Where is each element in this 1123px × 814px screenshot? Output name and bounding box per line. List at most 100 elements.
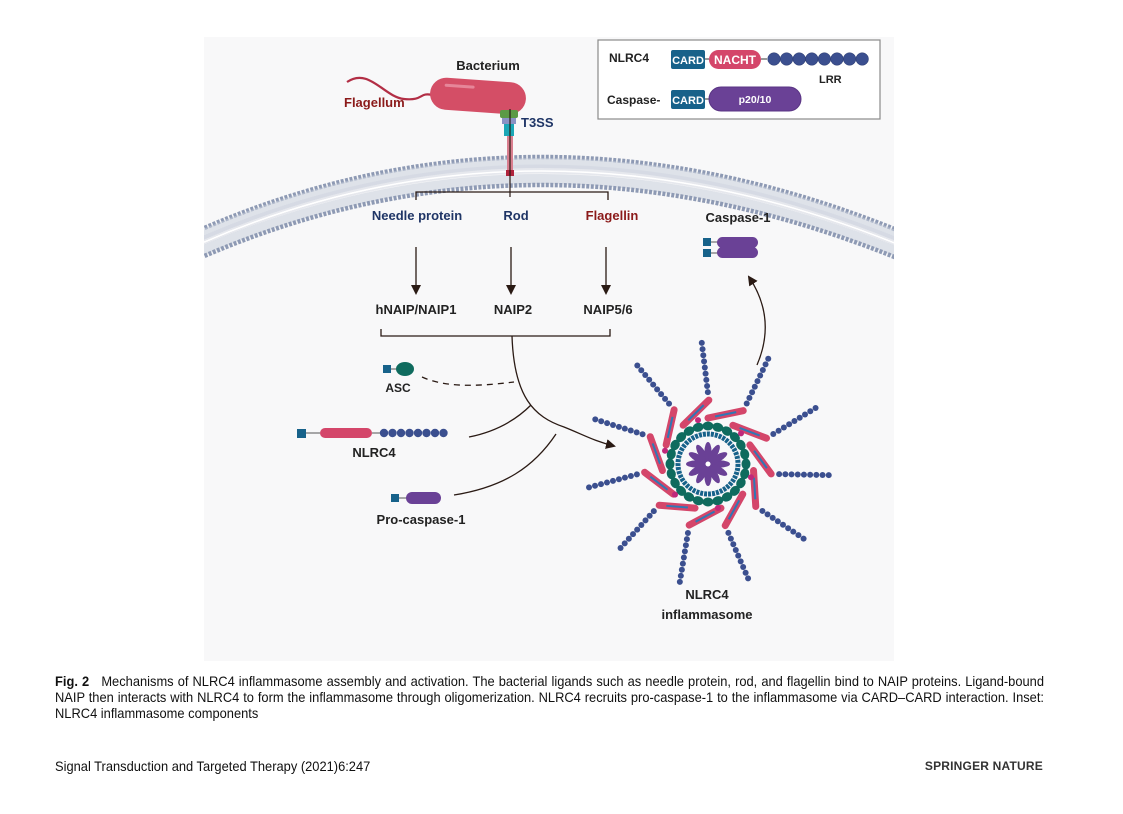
inflammasome-naip-stripe [687, 404, 705, 421]
inflammasome-lrr-bead [625, 535, 632, 542]
inflammasome-linker [662, 447, 669, 454]
inflammasome-lrr-bead [788, 471, 795, 478]
inflammasome-lrr-bead [627, 427, 634, 434]
inflammasome-lrr-bead [650, 381, 657, 388]
inflammasome-lrr-bead [646, 512, 653, 519]
inflammasome-asc-bead [702, 497, 714, 507]
inflammasome-lrr-bead [681, 548, 688, 555]
inflammasome-lrr-bead [592, 482, 599, 489]
inflammasome-lrr-bead [779, 521, 786, 528]
inset-lrr-bead [817, 52, 831, 66]
inflammasome-lrr-bead [586, 484, 593, 491]
publisher-logo: SPRINGER NATURE [924, 759, 1043, 773]
inflammasome-lrr-bead [786, 421, 793, 428]
inflammasome-lrr-bead [633, 471, 640, 478]
inflammasome-lrr-bead [609, 477, 616, 484]
inflammasome-lrr-bead [725, 529, 732, 536]
inflammasome-lrr-bead [638, 521, 645, 528]
inflammasome-caspase-petal [688, 464, 707, 476]
inflammasome-lrr-bead [679, 560, 686, 567]
inflammasome-caspase-petal [709, 464, 728, 476]
inflammasome-lrr-bead [740, 564, 747, 571]
pro-caspase-1-label: Pro-caspase-1 [377, 512, 466, 527]
inflammasome-asc-bead [670, 439, 680, 451]
inflammasome-lrr-bead [754, 378, 761, 385]
inflammasome-naip-stripe [753, 450, 768, 469]
inflammasome-caspase-petal [708, 444, 720, 463]
inflammasome-caspase-petal [696, 444, 708, 463]
inflammasome-lrr-bead [621, 540, 628, 547]
inflammasome-lrr-bead [646, 376, 653, 383]
inflammasome-lrr-bead [807, 408, 814, 415]
inflammasome-lrr-bead [678, 566, 685, 573]
inflammasome-lrr-bead [801, 411, 808, 418]
inflammasome-lrr-bead [796, 414, 803, 421]
bacterium [346, 76, 526, 115]
naip-bracket [380, 329, 611, 337]
inflammasome-lrr-bead [759, 366, 766, 373]
figure-caption: Fig. 2 Mechanisms of NLRC4 inflammasome … [55, 673, 1044, 721]
inflammasome-lrr-bead [807, 471, 814, 478]
inflammasome-linker [671, 491, 678, 498]
lrr-bead [379, 428, 389, 438]
inset-nlrc4-label: NLRC4 [609, 51, 649, 65]
inflammasome-naip-stripe [739, 426, 761, 437]
receptor-hnaip-naip1: hNAIP/NAIP1 [376, 302, 457, 317]
nlrc4-molecule [297, 428, 448, 438]
pro-caspase-1-molecule [391, 492, 441, 504]
inflammasome-lrr-bead [790, 528, 797, 535]
inflammasome-lrr-bead [730, 541, 737, 548]
inflammasome-lrr-bead [698, 339, 705, 346]
inset-lrr-bead [855, 52, 869, 66]
inflammasome-lrr-bead [749, 389, 756, 396]
lrr-bead [405, 428, 414, 438]
inflammasome-naip-stripe [727, 499, 741, 520]
inflammasome-lrr-bead [727, 535, 734, 542]
inflammasome-lrr-bead [682, 542, 689, 549]
inflammasome-lrr-bead [782, 471, 789, 478]
inflammasome-naip-stripe [752, 477, 757, 500]
inflammasome-lrr-bead [627, 473, 634, 480]
inflammasome-asc-bead [666, 448, 676, 460]
inflammasome-asc-bead [666, 468, 676, 480]
inflammasome-naip-stripe [651, 443, 661, 465]
caption-figure-label: Fig. 2 [55, 673, 90, 689]
inflammasome-lrr-bead [751, 383, 758, 390]
lrr-bead [430, 428, 440, 438]
assembly-arrows [421, 335, 616, 496]
inflammasome-lrr-bead [654, 386, 661, 393]
inset-p20-10-domain [708, 86, 802, 112]
inflammasome-lrr-bead [630, 531, 637, 538]
ligand-flagellin: Flagellin [586, 208, 639, 223]
lrr-bead [413, 428, 423, 438]
inflammasome-naip-stripe [666, 504, 688, 509]
inflammasome-lrr-bead [658, 391, 665, 398]
inflammasome-lrr-bead [680, 554, 687, 561]
inset-card-label: CARD [672, 55, 704, 67]
asc-label: ASC [385, 381, 411, 395]
inset-caspase-card-label: CARD [672, 95, 704, 107]
inflammasome-lrr-bead [598, 418, 605, 425]
inflammasome-asc-bead [712, 496, 724, 506]
inflammasome-lrr-bead [742, 569, 749, 576]
cell-membrane [204, 154, 894, 260]
caspase-1-label: Caspase-1 [705, 210, 770, 225]
inflammasome-lrr-bead [775, 427, 782, 434]
inflammasome-lrr-bead [704, 382, 711, 389]
inflammasome-lrr-bead [825, 472, 832, 479]
inflammasome-asc-bead [692, 422, 704, 432]
inflammasome-lrr-bead [703, 376, 710, 383]
inflammasome-lrr-bead [769, 514, 776, 521]
inflammasome-caspase-petal [696, 465, 708, 484]
inflammasome-asc-bead [721, 492, 733, 502]
ligand-rod: Rod [503, 208, 528, 223]
inflammasome-lrr-bead [704, 389, 711, 396]
inflammasome-lrr-bead [780, 424, 787, 431]
inset-caspase-card-domain [671, 90, 705, 109]
inflammasome-lrr-bead [634, 362, 641, 369]
inflammasome-asc-bead [741, 458, 751, 470]
nlrc4-label: NLRC4 [352, 445, 396, 460]
inset-lrr-bead [780, 52, 794, 66]
inflammasome-lrr-bead [615, 423, 622, 430]
figure-panel: NLRC4 CARD NACHT LRR Caspase- CARD p20/1… [204, 37, 894, 661]
